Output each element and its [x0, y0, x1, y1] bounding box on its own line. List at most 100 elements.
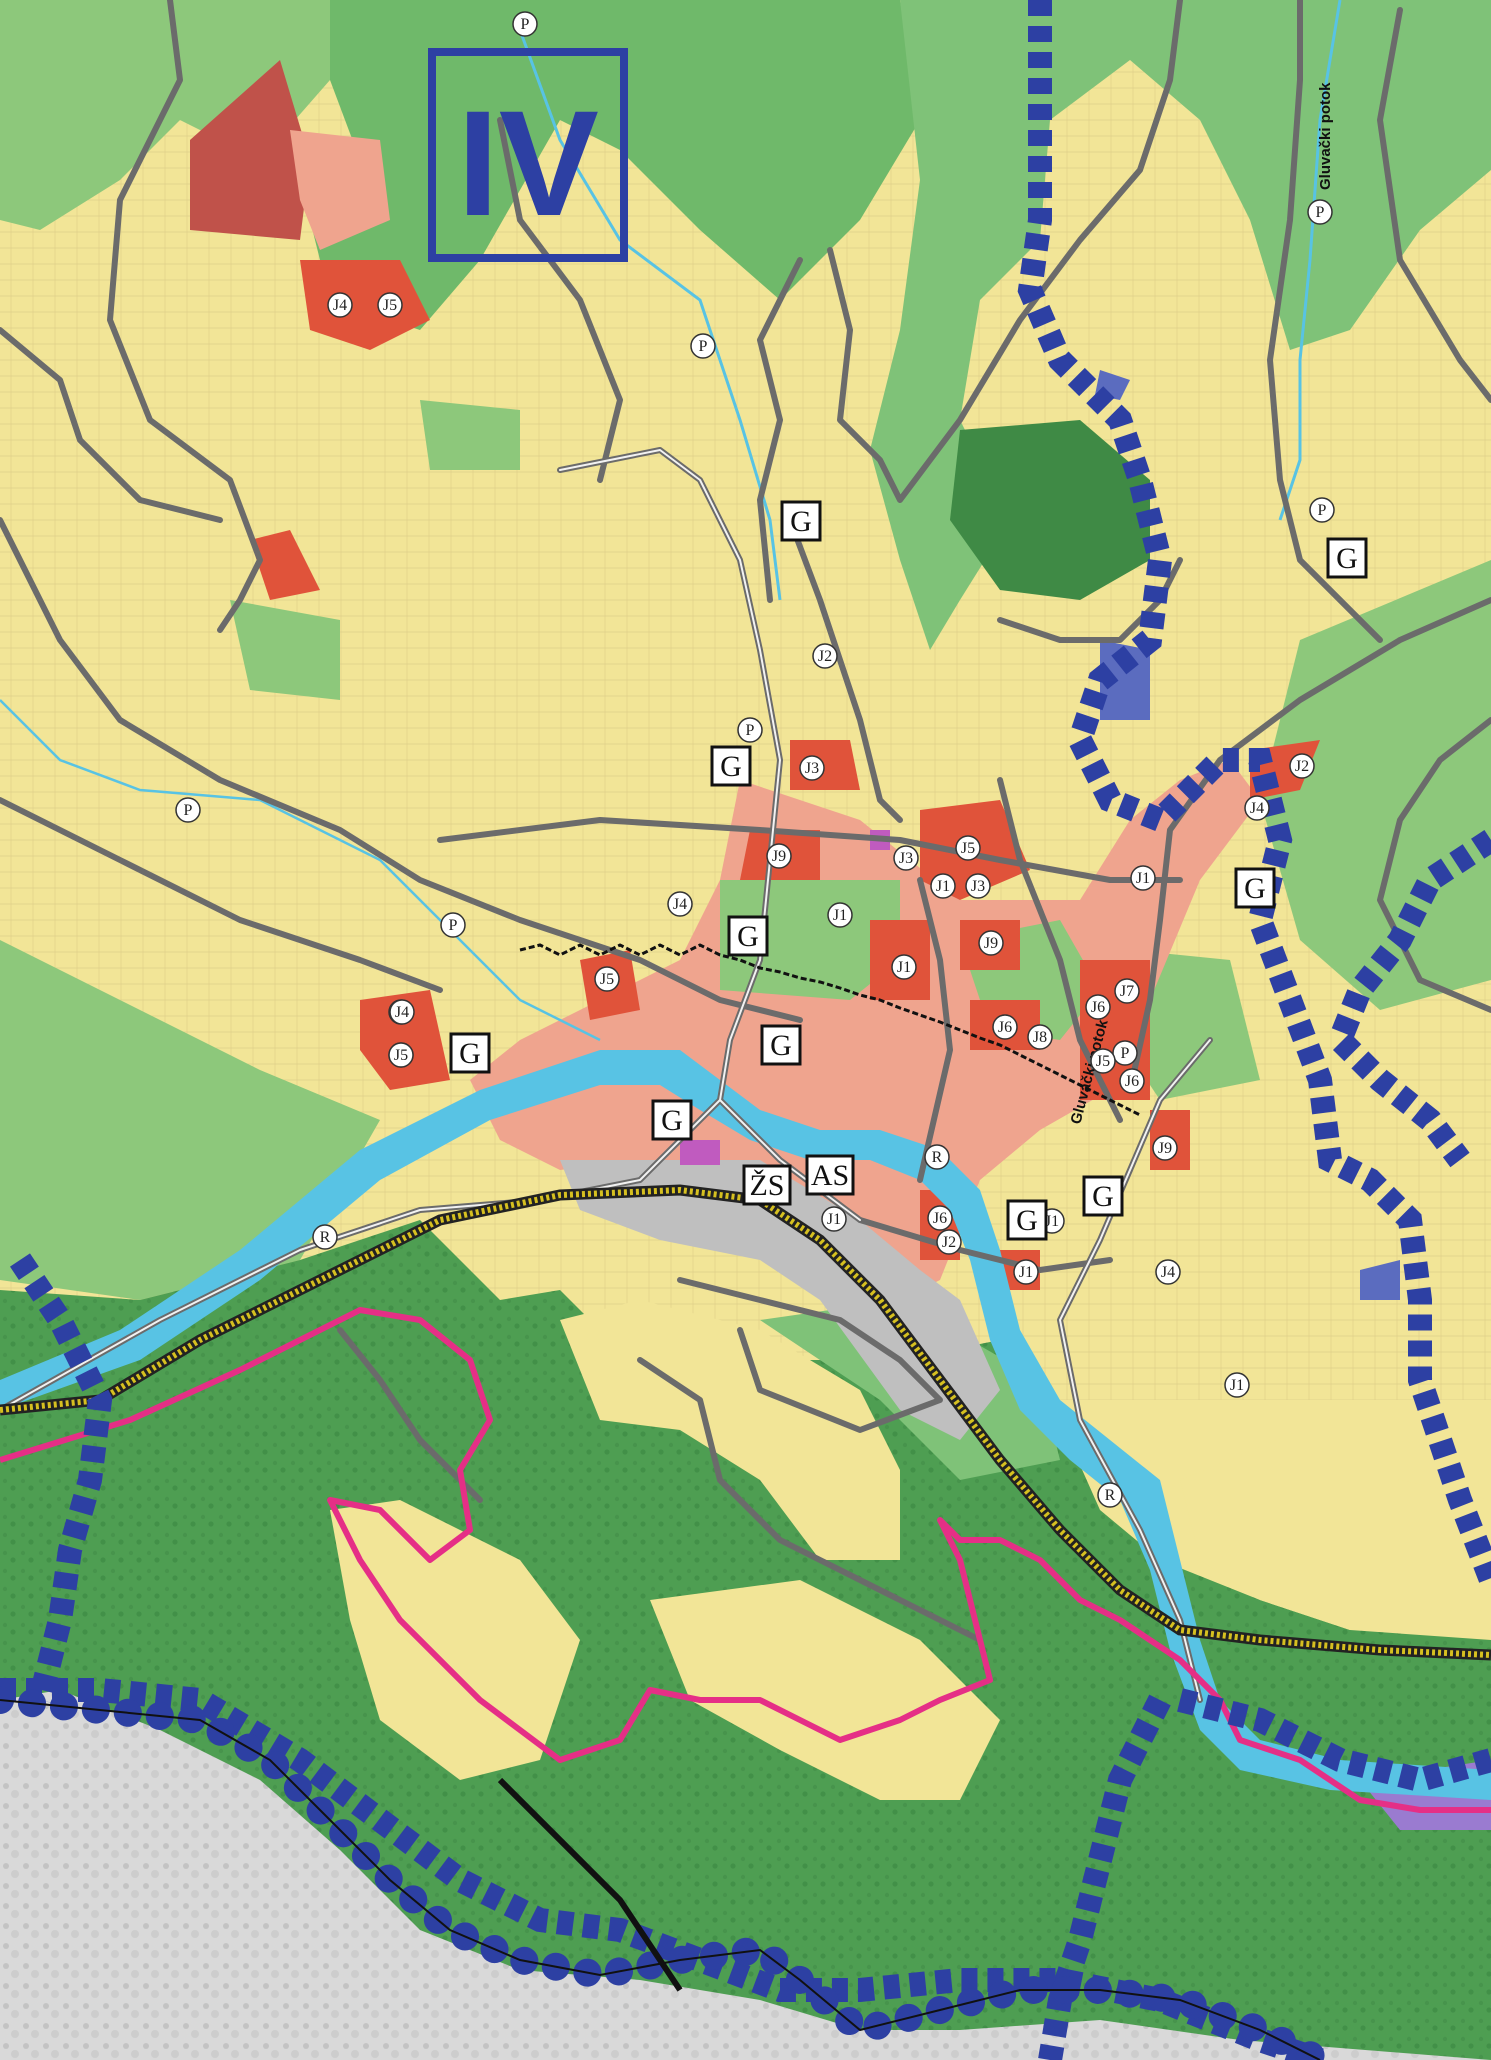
- map-circle-label-l44: J1: [1224, 1372, 1250, 1398]
- map-circle-label-l19: J2: [1289, 753, 1315, 779]
- map-square-label-text-g2: G: [1336, 542, 1358, 575]
- map-circle-label-text-l26: J5: [600, 971, 614, 988]
- map-circle-label-l5: P: [737, 717, 763, 743]
- map-circle-label-l22: J1: [827, 902, 853, 928]
- map-circle-label-text-l46: R: [1105, 1487, 1116, 1504]
- map-square-label-g2: G: [1326, 537, 1368, 579]
- stream-gluvacki: [1278, 0, 1342, 521]
- dark-forest-patch: [950, 420, 1150, 600]
- map-circle-label-l40: J1: [821, 1206, 847, 1232]
- zigzag-line: [519, 943, 1141, 1117]
- map-circle-label-text-l28: J5: [394, 1047, 408, 1064]
- map-circle-label-l7: P: [1309, 497, 1335, 523]
- map-square-label-text-g10: G: [1092, 1180, 1114, 1213]
- map-circle-label-l17: J1: [930, 873, 956, 899]
- map-circle-label-text-l37: R: [932, 1149, 943, 1166]
- map-circle-label-l42: J1: [1013, 1259, 1039, 1285]
- map-square-label-text-g8: G: [661, 1104, 683, 1137]
- map-square-label-text-g1: G: [790, 505, 812, 538]
- roads-inner: [0, 449, 1211, 1701]
- map-square-label-g5: G: [727, 915, 769, 957]
- map-circle-label-l18: J3: [965, 873, 991, 899]
- map-circle-label-l13: J3: [799, 755, 825, 781]
- stream-north: [518, 29, 782, 601]
- map-circle-label-text-l20: J4: [1250, 800, 1264, 817]
- map-circle-label-l43: J4: [1155, 1259, 1181, 1285]
- map-circle-label-text-l29: J7: [1120, 983, 1134, 1000]
- map-circle-label-l1: P: [512, 11, 538, 37]
- map-square-label-text-zs: ŽS: [749, 1169, 784, 1202]
- circle-labels: PPPPPPPJ5J4J5J4J2J3J9J5J3J1J3J2J4J1J1J4J…: [175, 11, 1335, 1508]
- map-square-label-text-g9: G: [1016, 1204, 1038, 1237]
- map-circle-label-text-l19: J2: [1295, 758, 1309, 775]
- green-zone-small-1: [420, 400, 520, 470]
- map-circle-label-l15: J5: [955, 835, 981, 861]
- map-circle-label-text-l30: J6: [1091, 999, 1105, 1016]
- map-circle-label-text-l1: P: [521, 16, 530, 33]
- residential-south-patch-2: [330, 1500, 580, 1780]
- map-circle-label-l4: P: [440, 912, 466, 938]
- map-circle-label-text-l2: P: [699, 338, 708, 355]
- zone-red-j4j5-west: [360, 990, 450, 1090]
- zone-red-j4-west: [250, 530, 320, 600]
- map-circle-label-text-l3: P: [184, 802, 193, 819]
- map-circle-label-l39: J2: [936, 1229, 962, 1255]
- map-circle-label-l27: J4: [389, 999, 415, 1025]
- map-circle-label-l31: J6: [992, 1014, 1018, 1040]
- map-circle-label-text-l9: J4: [333, 297, 347, 314]
- map-circle-label-l14: J9: [766, 843, 792, 869]
- map-circle-label-l26: J5: [594, 966, 620, 992]
- map-circle-label-l21: J1: [1130, 865, 1156, 891]
- map-circle-label-l25: J9: [978, 930, 1004, 956]
- zone-blue-south: [1360, 1260, 1400, 1300]
- map-circle-label-text-l4: P: [449, 917, 458, 934]
- protected-area-boundary: [0, 1307, 1491, 1813]
- map-circle-label-text-l6: P: [1316, 204, 1325, 221]
- map-circle-label-text-l15: J5: [961, 840, 975, 857]
- map-circle-label-l46: R: [1097, 1482, 1123, 1508]
- map-circle-label-text-l27: J4: [395, 1004, 409, 1021]
- map-square-label-text-g3: G: [720, 750, 742, 783]
- map-circle-label-l2: P: [690, 333, 716, 359]
- map-circle-label-l9: J4: [327, 292, 353, 318]
- map-circle-label-text-l32: J8: [1033, 1029, 1047, 1046]
- map-circle-label-l38: J6: [927, 1205, 953, 1231]
- black-trail: [497, 1777, 683, 1992]
- map-square-label-g9: G: [1006, 1199, 1048, 1241]
- map-square-label-g7: G: [760, 1024, 802, 1066]
- map-square-label-g1: G: [780, 500, 822, 542]
- map-circle-label-text-l44: J1: [1230, 1377, 1244, 1394]
- outside-area-grey-texture: [0, 1690, 1491, 2060]
- map-square-label-text-g5: G: [737, 920, 759, 953]
- map-square-label-g8: G: [651, 1099, 693, 1141]
- map-circle-label-text-l31: J6: [998, 1019, 1012, 1036]
- map-square-label-zs: ŽS: [742, 1164, 792, 1206]
- map-circle-label-l35: J6: [1119, 1068, 1145, 1094]
- zone-purple-2: [680, 1140, 720, 1165]
- map-circle-label-text-l8: J5: [383, 297, 397, 314]
- forest-zone-north: [310, 0, 920, 330]
- map-square-label-g4: G: [1234, 867, 1276, 909]
- map-square-label-g3: G: [710, 745, 752, 787]
- sector-label: IV: [457, 79, 599, 247]
- map-circle-label-l37: R: [924, 1144, 950, 1170]
- map-circle-label-text-l22: J1: [833, 907, 847, 924]
- residential-south-patch-3: [650, 1580, 1000, 1800]
- residential-south-patch-4: [1180, 1430, 1491, 1630]
- map-circle-label-text-l23: J4: [673, 896, 687, 913]
- industrial-grey-zone: [560, 1160, 1000, 1440]
- map-circle-label-text-l36: J9: [1158, 1140, 1172, 1157]
- map-circle-label-text-l24: J1: [897, 959, 911, 976]
- map-circle-label-text-l33: P: [1121, 1045, 1130, 1062]
- map-circle-label-text-l21: J1: [1136, 870, 1150, 887]
- map-circle-label-l20: J4: [1244, 795, 1270, 821]
- map-square-label-text-g7: G: [770, 1029, 792, 1062]
- map-circle-label-l6: P: [1307, 199, 1333, 225]
- map-circle-label-l36: J9: [1152, 1135, 1178, 1161]
- zone-red-j4j5: [300, 260, 430, 350]
- map-circle-label-text-l42: J1: [1019, 1264, 1033, 1281]
- map-circle-label-l28: J5: [388, 1042, 414, 1068]
- map-circle-label-text-l41: J1: [1045, 1213, 1059, 1230]
